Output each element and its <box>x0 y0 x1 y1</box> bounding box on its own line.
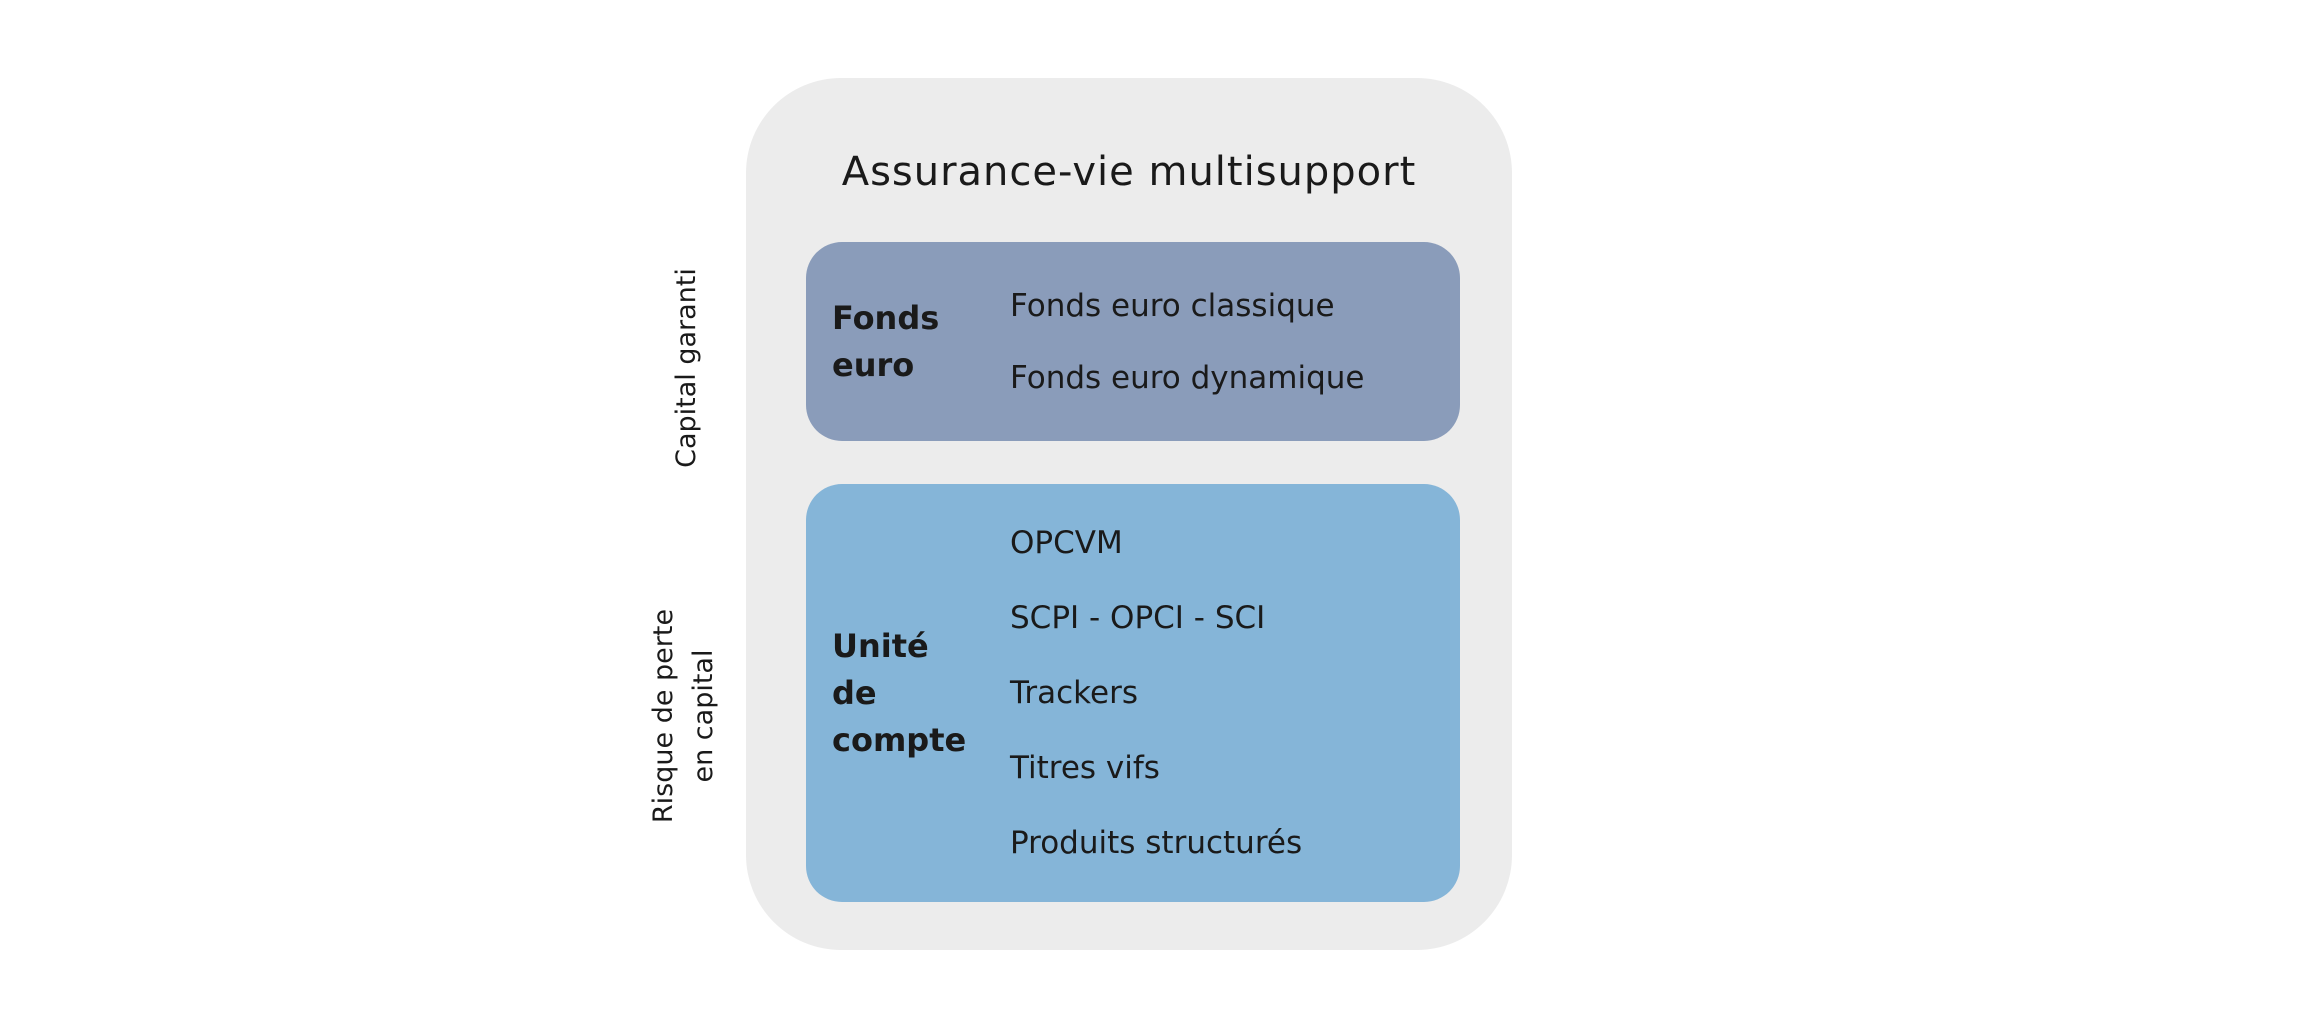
unite-de-compte-box: Unité de compte OPCVM SCPI - OPCI - SCI … <box>806 484 1460 902</box>
unite-de-compte-label: Unité de compte <box>806 623 1010 764</box>
list-item: Produits structurés <box>1010 825 1303 861</box>
list-item: Fonds euro classique <box>1010 287 1335 324</box>
risque-de-perte-side-label: Risque de perte en capital <box>644 566 724 866</box>
fonds-euro-label-text: Fonds euro <box>832 298 940 384</box>
list-item: OPCVM <box>1010 525 1123 561</box>
fonds-euro-label: Fonds euro <box>806 295 1010 389</box>
fonds-euro-items: Fonds euro classique Fonds euro dynamiqu… <box>1010 285 1460 399</box>
risque-label-line1: Risque de perte <box>648 608 679 824</box>
risque-label-line2: en capital <box>688 649 719 783</box>
unite-de-compte-items: OPCVM SCPI - OPCI - SCI Trackers Titres … <box>1010 522 1460 864</box>
list-item: Fonds euro dynamique <box>1010 359 1365 396</box>
list-item: Titres vifs <box>1010 750 1160 786</box>
list-item: SCPI - OPCI - SCI <box>1010 600 1266 636</box>
capital-garanti-side-label: Capital garanti <box>671 268 702 468</box>
list-item: Trackers <box>1010 675 1138 711</box>
panel-title: Assurance-vie multisupport <box>841 149 1417 195</box>
unite-de-compte-label-text: Unité de compte <box>832 626 967 759</box>
assurance-vie-panel: Assurance-vie multisupport Fonds euro Fo… <box>746 78 1512 950</box>
fonds-euro-box: Fonds euro Fonds euro classique Fonds eu… <box>806 242 1460 441</box>
